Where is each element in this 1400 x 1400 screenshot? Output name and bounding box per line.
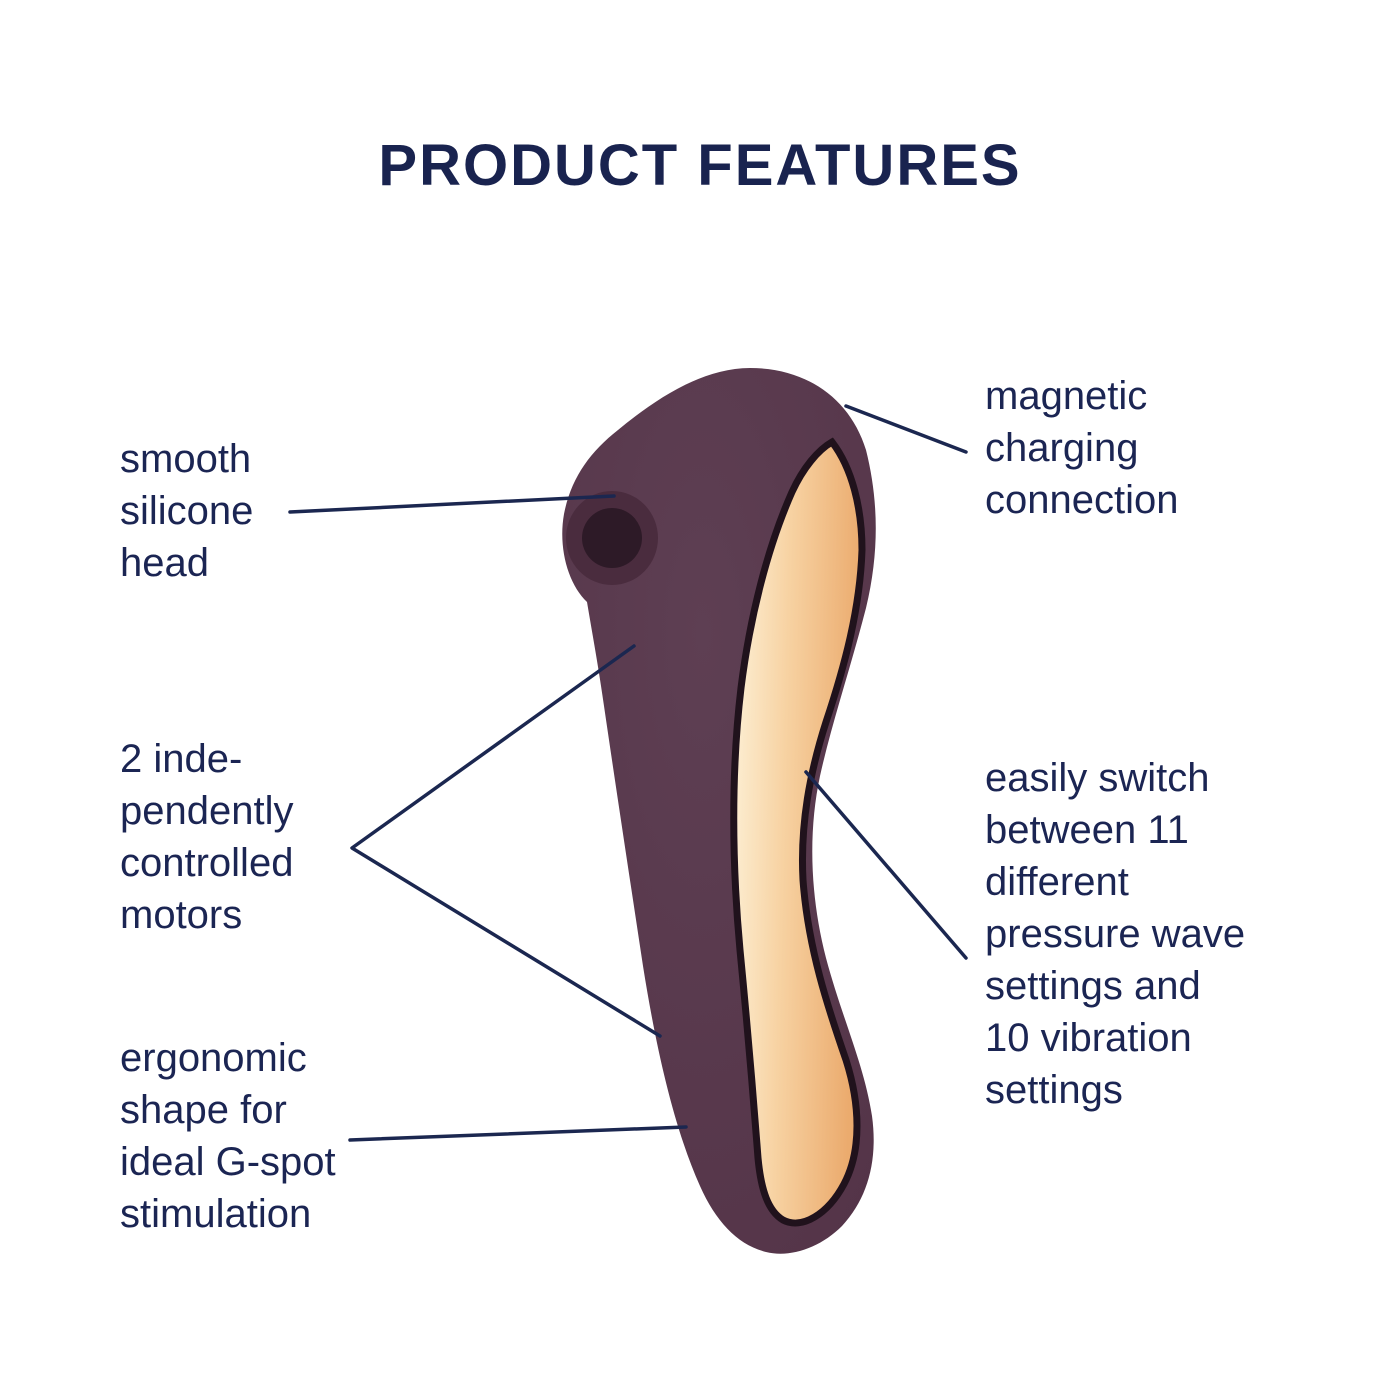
label-magnetic-charging: magnetic charging connection	[985, 370, 1178, 526]
label-line: ideal G-spot	[120, 1140, 336, 1184]
device-charging-panel	[730, 437, 866, 1227]
label-line: different	[985, 860, 1129, 904]
label-line: motors	[120, 893, 243, 937]
label-ergonomic-shape: ergonomic shape for ideal G-spot stimula…	[120, 1032, 336, 1240]
label-line: magnetic	[985, 374, 1148, 418]
label-line: between 11	[985, 808, 1189, 852]
callout-line-settings	[804, 770, 968, 960]
label-smooth-silicone-head: smooth silicone head	[120, 433, 253, 589]
callout-line-motors	[350, 644, 662, 1038]
callout-line-ergonomic	[348, 1125, 688, 1142]
label-line: stimulation	[120, 1192, 312, 1236]
label-line: easily switch	[985, 756, 1210, 800]
label-line: shape for	[120, 1088, 287, 1132]
label-settings-switch: easily switch between 11 different press…	[985, 752, 1245, 1116]
label-line: 2 inde-	[120, 737, 243, 781]
label-line: silicone	[120, 489, 254, 533]
label-line: ergonomic	[120, 1036, 307, 1080]
callout-line-magnetic-charging	[844, 404, 968, 454]
callout-line-smooth-head	[288, 494, 616, 514]
label-line: charging	[985, 426, 1139, 470]
label-line: head	[120, 541, 209, 585]
suction-head-opening	[582, 508, 642, 568]
label-line: settings	[985, 1068, 1123, 1112]
label-line: controlled	[120, 841, 294, 885]
label-line: pendently	[120, 789, 294, 833]
label-line: 10 vibration	[985, 1016, 1192, 1060]
label-line: smooth	[120, 437, 252, 481]
label-line: connection	[985, 478, 1179, 522]
page-title: PRODUCT FEATURES	[378, 133, 1022, 198]
label-line: settings and	[985, 964, 1201, 1008]
label-independent-motors: 2 inde- pendently controlled motors	[120, 733, 293, 941]
label-line: pressure wave	[985, 912, 1246, 956]
